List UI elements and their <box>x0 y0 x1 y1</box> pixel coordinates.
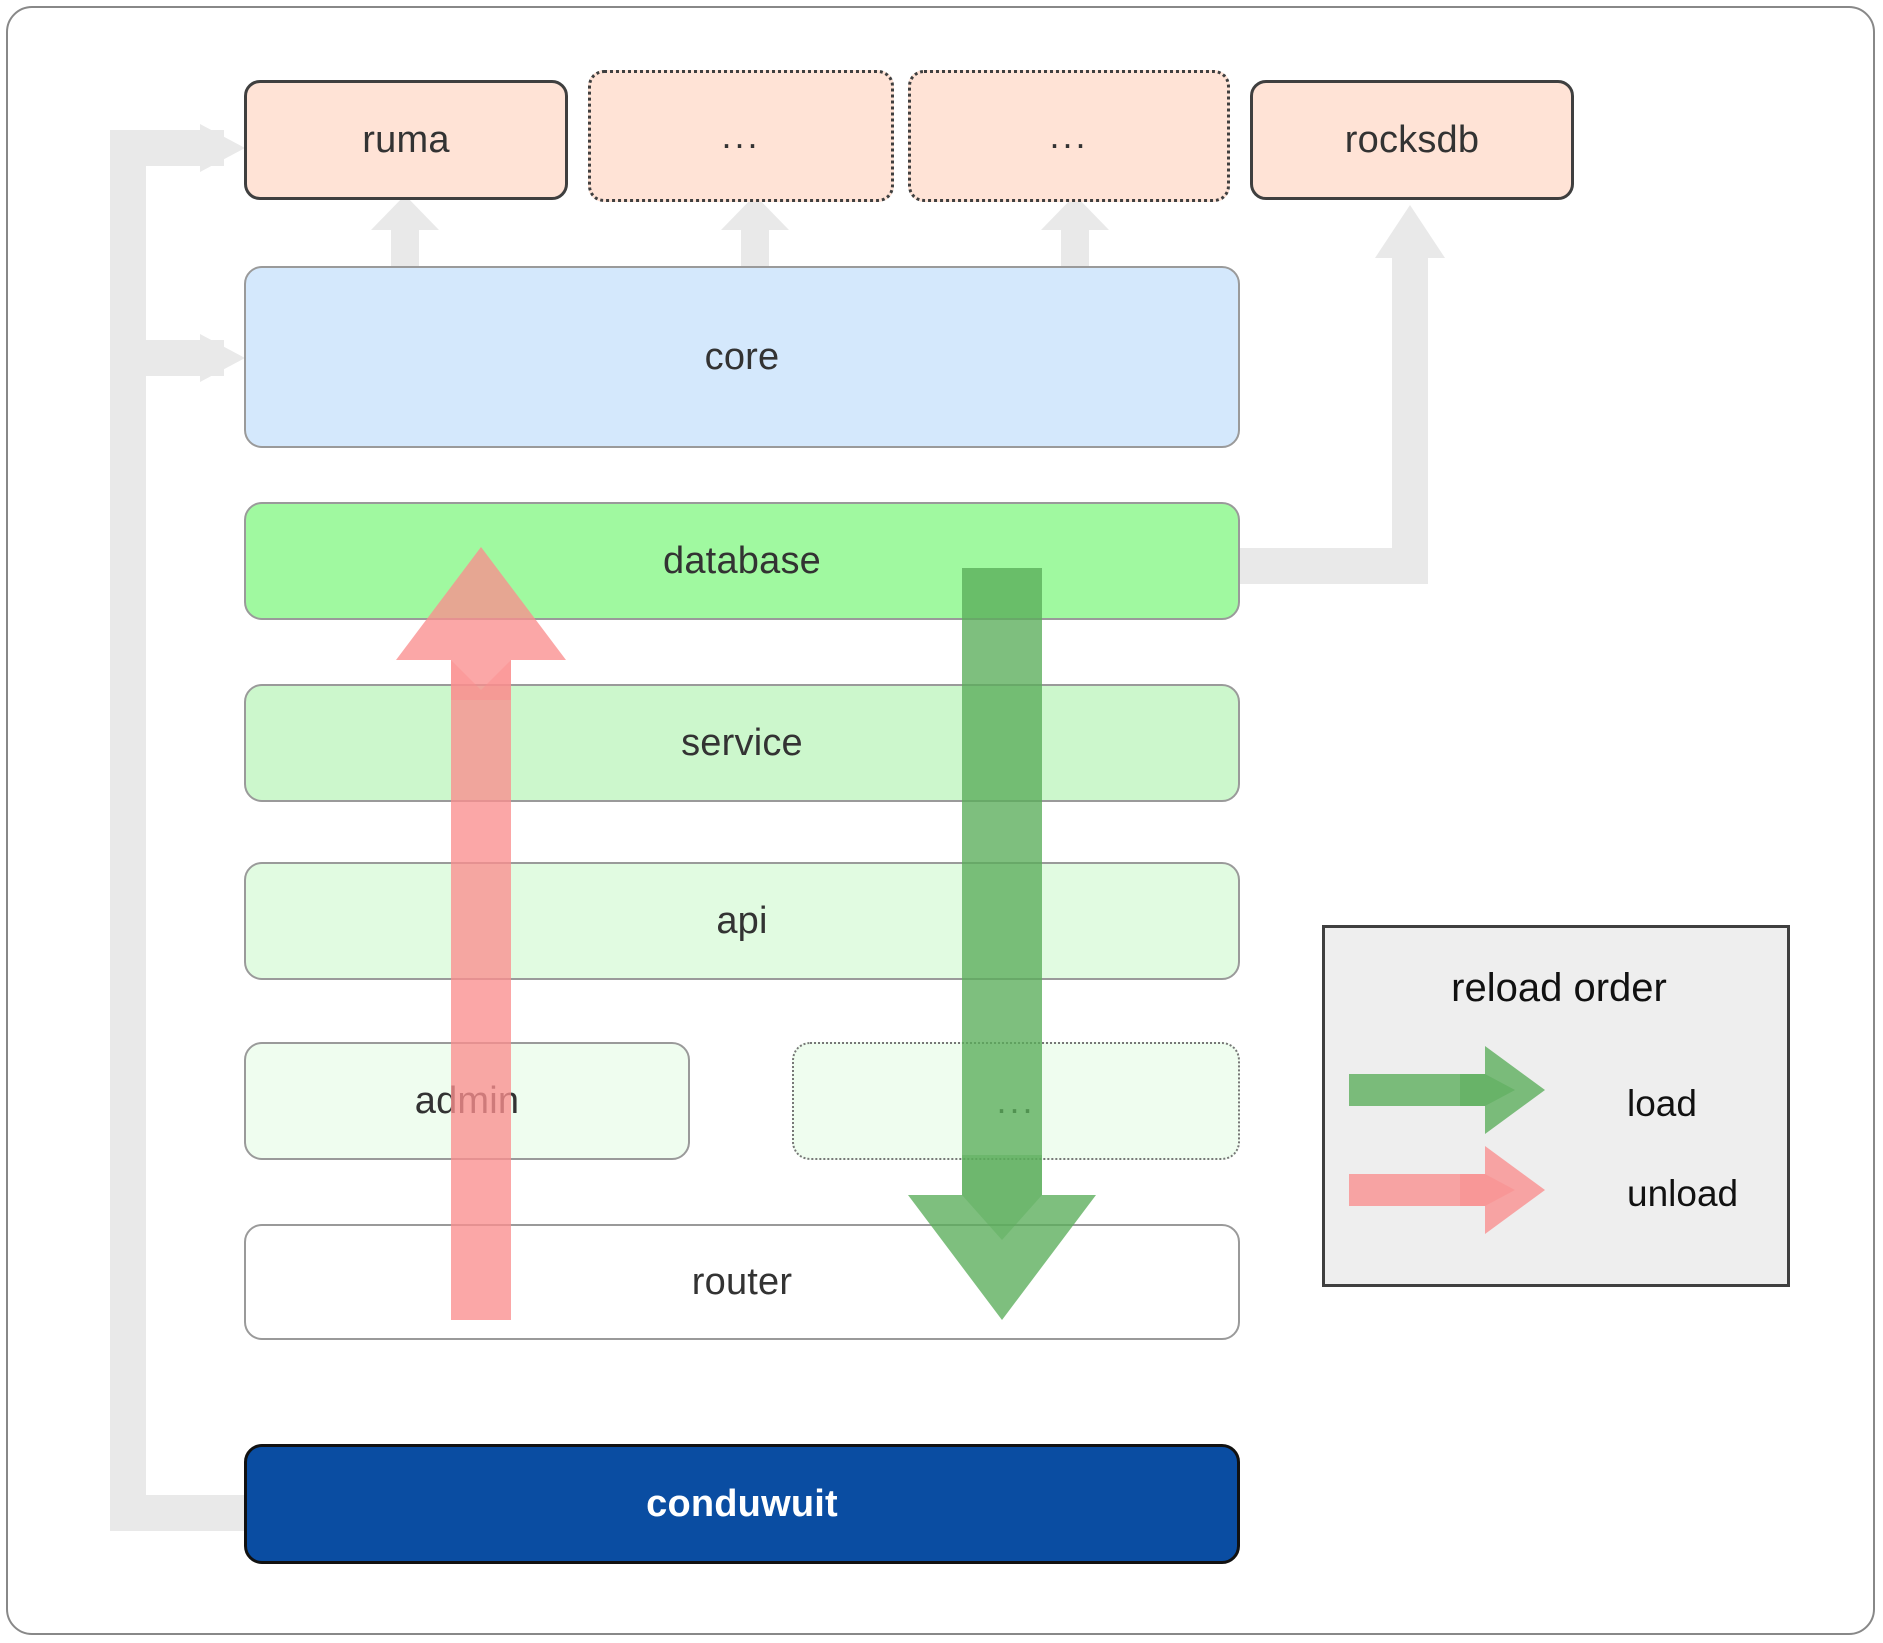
node-layer-ellipsis-label: ... <box>996 1079 1036 1121</box>
diagram-frame <box>6 6 1875 1635</box>
node-conduwuit-label: conduwuit <box>646 1482 838 1525</box>
unload-arrow-icon <box>1349 1146 1545 1234</box>
node-database[interactable]: database <box>244 502 1240 620</box>
node-layer-ellipsis[interactable]: ... <box>792 1042 1240 1160</box>
node-router[interactable]: router <box>244 1224 1240 1340</box>
node-core-label: core <box>704 335 780 378</box>
node-service[interactable]: service <box>244 684 1240 802</box>
node-dep-ellipsis-1-label: ... <box>721 114 761 156</box>
node-ruma-label: ruma <box>362 118 450 161</box>
node-router-label: router <box>691 1260 793 1303</box>
node-rocksdb-label: rocksdb <box>1344 118 1480 161</box>
node-core[interactable]: core <box>244 266 1240 448</box>
node-dep-ellipsis-2[interactable]: ... <box>908 70 1230 202</box>
node-rocksdb[interactable]: rocksdb <box>1250 80 1574 200</box>
node-service-label: service <box>681 721 803 764</box>
node-api[interactable]: api <box>244 862 1240 980</box>
legend-arrow-icons <box>1349 1046 1545 1234</box>
legend-title: reload order <box>1451 966 1667 1010</box>
node-admin[interactable]: admin <box>244 1042 690 1160</box>
legend-label-load: load <box>1627 1083 1697 1124</box>
node-conduwuit[interactable]: conduwuit <box>244 1444 1240 1564</box>
node-ruma[interactable]: ruma <box>244 80 568 200</box>
node-admin-label: admin <box>414 1079 520 1122</box>
node-api-label: api <box>716 899 768 942</box>
legend-panel: reload order load unload <box>1322 925 1790 1287</box>
node-database-label: database <box>663 539 821 582</box>
load-arrow-icon <box>1349 1046 1545 1134</box>
legend-label-unload: unload <box>1627 1173 1739 1214</box>
node-dep-ellipsis-1[interactable]: ... <box>588 70 894 202</box>
node-dep-ellipsis-2-label: ... <box>1049 114 1089 156</box>
